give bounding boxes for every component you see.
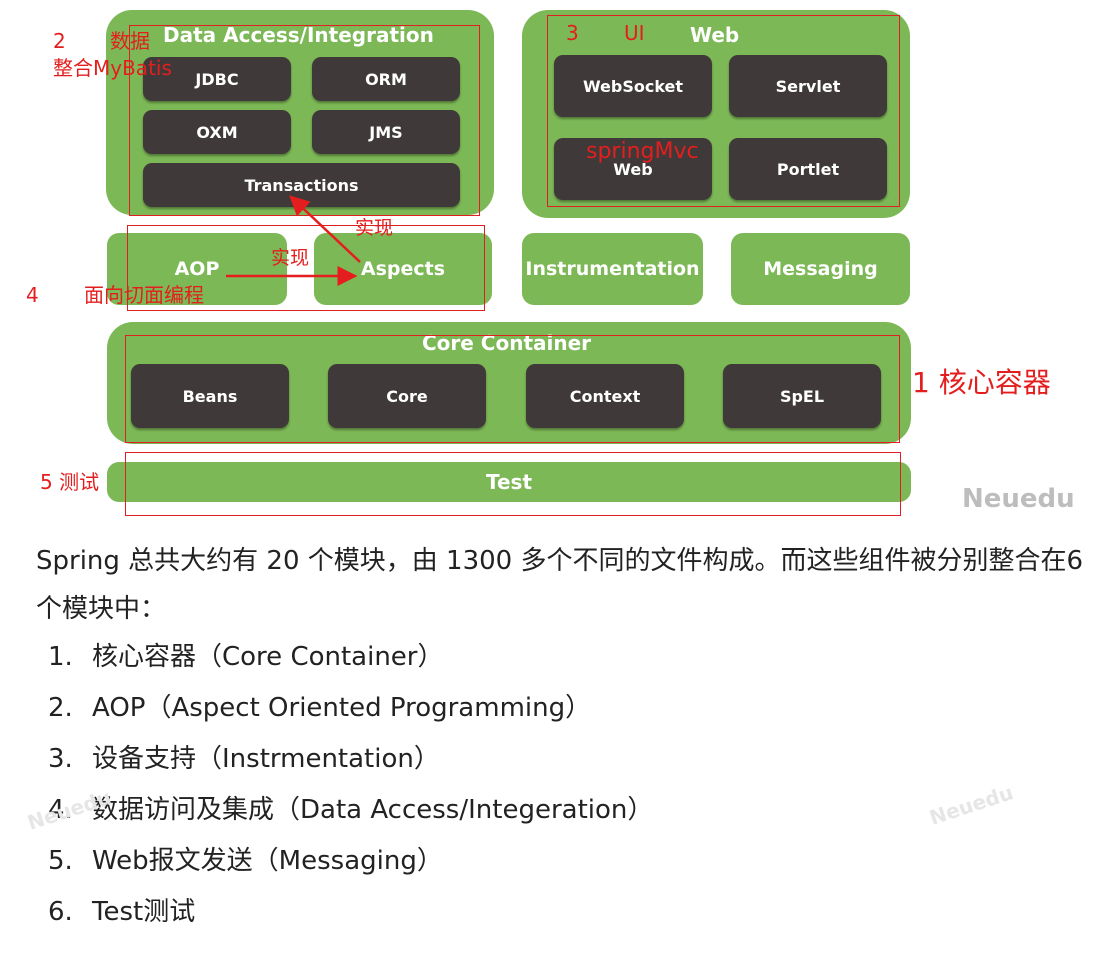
list-item: 4.数据访问及集成（Data Access/Integeration） <box>48 795 654 825</box>
highlight-web <box>547 15 900 207</box>
list-item: 1.核心容器（Core Container） <box>48 642 444 672</box>
data-access-title: Data Access/Integration <box>163 23 434 47</box>
module-aop: AOP <box>107 233 287 305</box>
web-title: Web <box>690 23 740 47</box>
annotation-mybatis: 整合MyBatis <box>53 56 172 80</box>
module-jdbc: JDBC <box>143 57 291 101</box>
watermark-right: Neuedu <box>926 780 1017 830</box>
module-spel: SpEL <box>723 364 881 428</box>
watermark-diagram: Neuedu <box>962 484 1075 514</box>
module-jms: JMS <box>312 110 460 154</box>
highlight-aop <box>127 225 485 311</box>
annotation-number-2: 2 <box>53 29 66 53</box>
module-messaging: Messaging <box>731 233 910 305</box>
annotation-test: 5 测试 <box>40 470 100 494</box>
module-websocket: WebSocket <box>554 55 712 117</box>
highlight-test <box>125 452 901 516</box>
list-item: 6.Test测试 <box>48 897 196 927</box>
annotation-implements-aspects: 实现 <box>271 247 310 269</box>
module-context: Context <box>526 364 684 428</box>
list-item: 2.AOP（Aspect Oriented Programming） <box>48 693 592 723</box>
annotation-springmvc: springMvc <box>586 139 699 164</box>
module-beans: Beans <box>131 364 289 428</box>
annotation-arrows <box>226 195 361 286</box>
module-web: Web <box>554 138 712 200</box>
annotation-number-3: 3 <box>566 21 579 45</box>
annotation-aop-programming: 面向切面编程 <box>84 283 204 307</box>
module-servlet: Servlet <box>729 55 887 117</box>
annotation-implements-transactions: 实现 <box>355 217 394 239</box>
annotation-ui: UI <box>624 21 645 45</box>
module-test: Test <box>107 462 911 502</box>
module-oxm: OXM <box>143 110 291 154</box>
highlight-core-container <box>125 335 900 443</box>
description-paragraph: Spring 总共大约有 20 个模块，由 1300 多个不同的文件构成。而这些… <box>36 546 1084 624</box>
module-orm: ORM <box>312 57 460 101</box>
arrow-aspects-to-transactions <box>289 195 361 263</box>
list-item: 3.设备支持（Instrmentation） <box>48 744 440 774</box>
module-instrumentation: Instrumentation <box>522 233 703 305</box>
annotation-core-container: 1 核心容器 <box>912 366 1051 399</box>
module-core: Core <box>328 364 486 428</box>
annotation-number-4: 4 <box>26 283 39 307</box>
list-item: 5.Web报文发送（Messaging） <box>48 846 443 876</box>
module-portlet: Portlet <box>729 138 887 200</box>
module-list: 1.核心容器（Core Container） 2.AOP（Aspect Orie… <box>48 632 653 938</box>
annotation-data: 数据 <box>110 29 150 53</box>
